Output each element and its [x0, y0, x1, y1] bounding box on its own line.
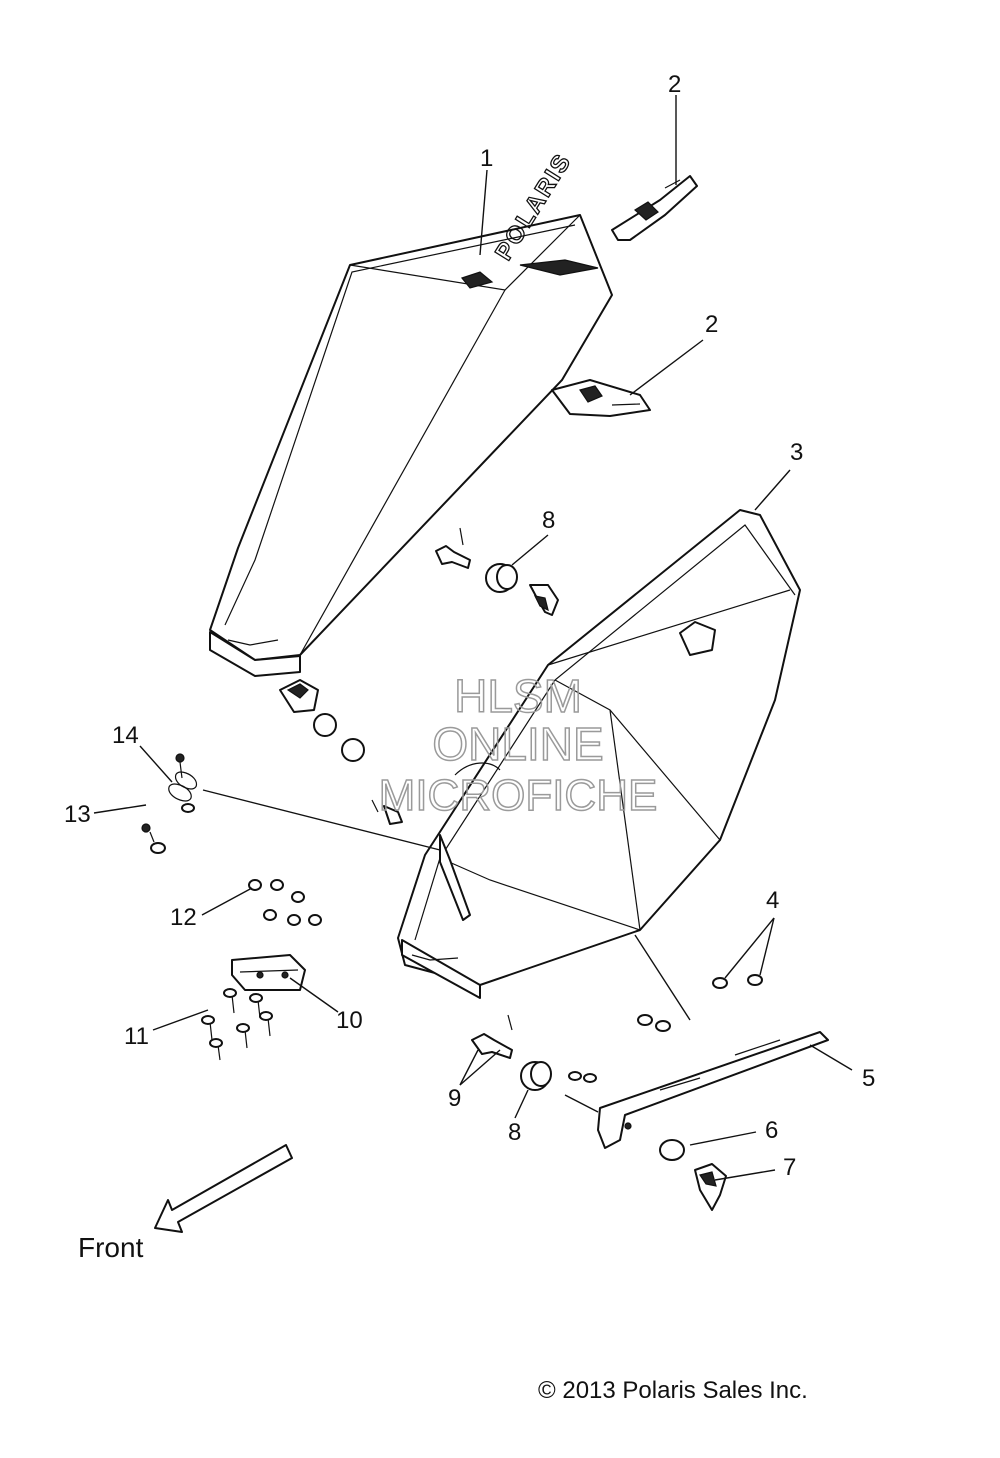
- watermark-line-1: HLSM: [454, 670, 582, 722]
- mid-fasteners: [279, 679, 403, 825]
- nuts-part-12: [248, 879, 322, 926]
- leader-spring-to-bin: [202, 789, 441, 851]
- spacer-part-6: [659, 1139, 685, 1161]
- callout-2-upper: 2: [668, 71, 681, 98]
- hinge-part-10: [231, 954, 306, 991]
- bracket-part-5: [597, 1031, 829, 1149]
- callout-11: 11: [124, 1023, 149, 1050]
- pin-bolt-part-9: [471, 1014, 513, 1059]
- screws-part-4: [568, 974, 763, 1083]
- callout-5: 5: [862, 1065, 875, 1092]
- leader-9-to-bracket: [564, 1094, 599, 1113]
- clip-part-7: [694, 1163, 727, 1211]
- hinge-clip-upper: [529, 584, 559, 616]
- watermark-line-2: ONLINE: [432, 718, 603, 770]
- callout-13: 13: [64, 801, 91, 828]
- callout-6: 6: [765, 1117, 778, 1144]
- pin-bolt-upper: [435, 527, 471, 569]
- watermark-line-3: MICROFICHE: [379, 771, 658, 820]
- watermark: HLSM ONLINE MICROFICHE: [378, 669, 658, 821]
- leader-lines: [93, 95, 853, 1181]
- callout-4: 4: [766, 887, 779, 914]
- spring-assembly-13-14: [141, 753, 198, 854]
- front-arrow-icon: [154, 1144, 293, 1233]
- callout-12: 12: [170, 904, 197, 931]
- callout-10: 10: [336, 1007, 363, 1034]
- callout-3: 3: [790, 439, 803, 466]
- bin-part-3: [397, 509, 801, 999]
- spacer-part-8-upper: [485, 563, 518, 593]
- callout-9: 9: [448, 1085, 461, 1112]
- leader-bin-to-bracket: [634, 934, 691, 1021]
- callout-2-lower: 2: [705, 311, 718, 338]
- callout-1: 1: [480, 145, 493, 172]
- callout-8-upper: 8: [542, 507, 555, 534]
- callout-7: 7: [783, 1154, 796, 1181]
- latch-part-2-upper: [611, 175, 698, 241]
- copyright-text: © 2013 Polaris Sales Inc.: [538, 1377, 808, 1404]
- spacer-part-8-lower: [520, 1061, 552, 1091]
- front-label: Front: [78, 1232, 144, 1263]
- callout-14: 14: [112, 722, 139, 749]
- latch-part-2-lower: [551, 379, 651, 417]
- callout-8-lower: 8: [508, 1119, 521, 1146]
- screws-part-11: [201, 988, 273, 1061]
